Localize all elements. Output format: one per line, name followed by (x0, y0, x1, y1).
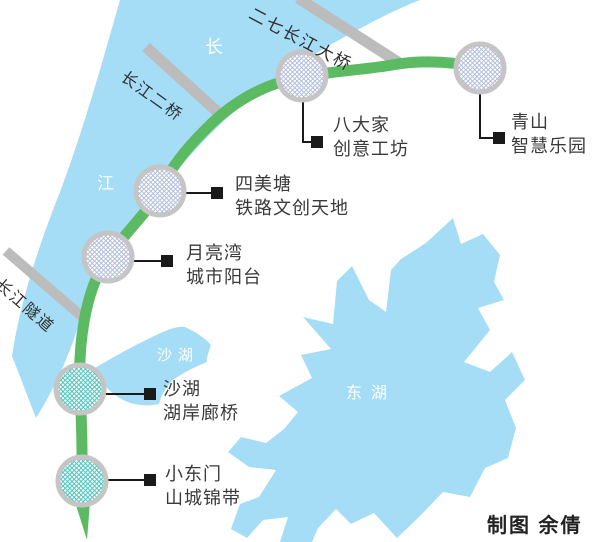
station-name-line2: 创意工坊 (333, 139, 409, 159)
yangtze-river-shape (12, 0, 420, 418)
station-label-qingshan: 青山 智慧乐园 (511, 110, 587, 158)
station-label-simeitang: 四美塘 铁路文创天地 (235, 172, 349, 220)
station-name-line2: 智慧乐园 (511, 136, 587, 156)
station-name-line1: 小东门 (165, 464, 222, 484)
label-squares (144, 132, 505, 486)
route-end-taper (75, 502, 90, 540)
river-name-char-jiang: 江 (97, 174, 114, 194)
station-name-line1: 四美塘 (235, 174, 292, 194)
station-name-line2: 湖岸廊桥 (163, 403, 239, 423)
node-qingshan (453, 41, 507, 95)
node-shahu (53, 362, 107, 416)
label-connectors (105, 94, 493, 481)
square-yueliangwan (161, 255, 173, 267)
square-badajia (311, 136, 323, 148)
square-xiaodongmen (144, 474, 156, 486)
yangtze-tunnel-band (2, 247, 90, 324)
east-lake-shape (228, 218, 525, 542)
second-yangtze-bridge-band (142, 42, 226, 121)
station-name-line2: 城市阳台 (186, 267, 262, 287)
node-xiaodongmen (55, 454, 109, 508)
node-simeitang (133, 164, 187, 218)
station-name-line2: 铁路文创天地 (235, 198, 349, 218)
square-shahu (144, 388, 156, 400)
station-nodes (53, 41, 507, 508)
sha-lake-shape (95, 326, 211, 406)
station-name-line1: 青山 (511, 112, 549, 132)
square-simeitang (211, 187, 223, 199)
station-label-xiaodongmen: 小东门 山城锦带 (165, 462, 241, 510)
connector-qingshan (479, 94, 493, 139)
station-label-shahu: 沙湖 湖岸廊桥 (163, 377, 239, 425)
station-name-line2: 山城锦带 (165, 488, 241, 508)
station-name-line1: 八大家 (333, 115, 390, 135)
station-name-line1: 月亮湾 (186, 243, 243, 263)
node-badajia (275, 49, 329, 103)
sha-lake-label: 沙湖 (157, 346, 200, 364)
node-yueliangwan (81, 230, 135, 284)
connector-badajia (302, 100, 311, 143)
square-qingshan (493, 132, 505, 144)
station-label-yueliangwan: 月亮湾 城市阳台 (186, 241, 262, 289)
station-name-line1: 沙湖 (163, 379, 201, 399)
erqi-bridge-band (295, 0, 404, 69)
station-label-badajia: 八大家 创意工坊 (333, 113, 409, 161)
cartographer-credit: 制图 余倩 (487, 515, 583, 537)
river-name-char-chang: 长 (205, 37, 223, 58)
east-lake-label: 东湖 (346, 383, 397, 402)
